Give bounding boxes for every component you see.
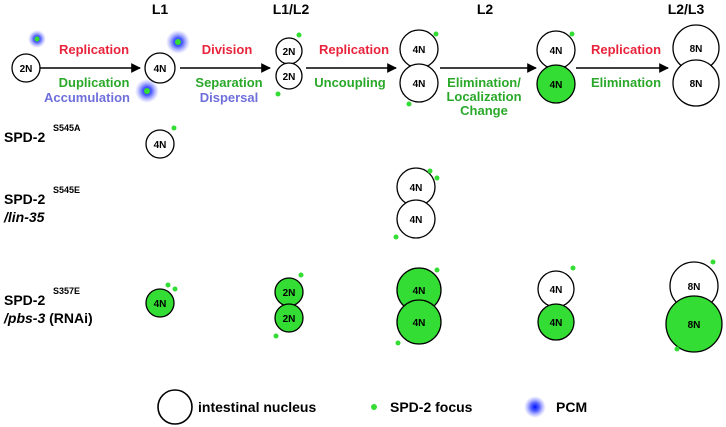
nucleus-4n-green (396, 299, 442, 345)
row-line2-lin35: /lin-35 (3, 209, 45, 225)
step3-uncoupling: Uncoupling (314, 75, 386, 90)
step2-separation: Separation (195, 75, 262, 90)
row-label-s357e: SPD-2 (4, 292, 45, 308)
row-line2-pbs3: /pbs-3 (RNAi) (3, 310, 93, 326)
stage-l2-l3: L2/L3 (668, 1, 705, 17)
step2-division: Division (202, 42, 253, 57)
nucleus-label: 4N (413, 45, 426, 56)
spd2-focus (165, 282, 171, 288)
spd2-focus (171, 125, 177, 131)
stage-l1: L1 (152, 1, 169, 17)
spd2-focus (569, 31, 575, 37)
spd2-focus (393, 234, 399, 240)
nucleus-2n (11, 53, 41, 83)
step2-dispersal: Dispersal (200, 90, 259, 105)
spd2-focus (570, 265, 576, 271)
step4-change: Change (460, 103, 508, 118)
nucleus-label: 4N (410, 183, 423, 194)
legend-focus-label: SPD-2 focus (390, 399, 473, 415)
legend-nucleus-label: intestinal nucleus (198, 399, 316, 415)
nucleus-label: 2N (20, 64, 33, 75)
legend-pcm-icon (524, 396, 546, 418)
nucleus-4n-green (537, 303, 575, 341)
nucleus-label: 8N (690, 44, 703, 55)
spd2-focus (395, 340, 401, 346)
spd2-focus (34, 36, 40, 42)
spd2-focus (427, 168, 433, 174)
nucleus-label: 2N (283, 288, 296, 299)
nucleus-label: 2N (283, 72, 296, 83)
nucleus-label: 4N (550, 80, 563, 91)
row-label-s545e: SPD-2 (4, 191, 45, 207)
legend-nucleus-icon (157, 389, 193, 425)
spd2-focus (433, 31, 439, 37)
nucleus-label: 4N (550, 285, 563, 296)
spd2-focus (710, 259, 716, 265)
step1-duplication: Duplication (59, 75, 130, 90)
nucleus-4n (396, 199, 436, 239)
spd2-focus (172, 286, 178, 292)
step4-localization: Localization (446, 89, 521, 104)
nucleus-label: 4N (154, 64, 167, 75)
row-sup-s545a: S545A (53, 123, 81, 133)
step1-accumulation: Accumulation (44, 90, 130, 105)
step3-replication: Replication (319, 42, 389, 57)
nucleus-4n-green (536, 64, 576, 104)
nucleus-2n-green (274, 303, 304, 333)
step4-elimination: Elimination/ (447, 75, 521, 90)
spd2-focus (674, 346, 680, 352)
nucleus-label: 4N (154, 140, 167, 151)
step1-replication: Replication (59, 42, 129, 57)
spd2-focus (175, 39, 181, 45)
spd2-focus (406, 101, 412, 107)
nucleus-label: 8N (688, 320, 701, 331)
spd2-focus (144, 88, 150, 94)
nucleus-2n (275, 62, 303, 90)
nucleus-label: 4N (410, 215, 423, 226)
stage-l1-l2: L1/L2 (273, 1, 310, 17)
nucleus-label: 4N (550, 318, 563, 329)
nucleus-label: 8N (690, 79, 703, 90)
nucleus-label: 4N (550, 46, 563, 57)
nucleus-4n-green (145, 288, 175, 318)
spd2-focus (434, 267, 440, 273)
step5-replication: Replication (591, 42, 661, 57)
stage-l2: L2 (477, 1, 494, 17)
row-sup-s545e: S545E (53, 185, 80, 195)
legend-pcm-label: PCM (556, 399, 587, 415)
nucleus-label: 4N (413, 79, 426, 90)
row-label-s545a: SPD-2 (4, 129, 45, 145)
spd2-focus (273, 333, 279, 339)
spd2-focus (296, 32, 302, 38)
nucleus-label: 4N (413, 286, 426, 297)
nucleus-label: 2N (283, 314, 296, 325)
row-sup-s357e: S357E (53, 286, 80, 296)
spd2-focus (298, 272, 304, 278)
nucleus-label: 4N (154, 299, 167, 310)
nucleus-label: 4N (413, 318, 426, 329)
nucleus-4n (144, 52, 176, 84)
nucleus-8n-green (665, 295, 723, 353)
spd2-focus (275, 91, 281, 97)
nucleus-4n (399, 63, 439, 103)
nucleus-label: 8N (688, 282, 701, 293)
nucleus-4n (145, 129, 175, 159)
legend-focus-icon (371, 404, 377, 410)
step5-elimination: Elimination (591, 75, 661, 90)
nucleus-label: 2N (283, 47, 296, 58)
spd2-focus (434, 175, 440, 181)
nucleus-8n (672, 59, 720, 107)
